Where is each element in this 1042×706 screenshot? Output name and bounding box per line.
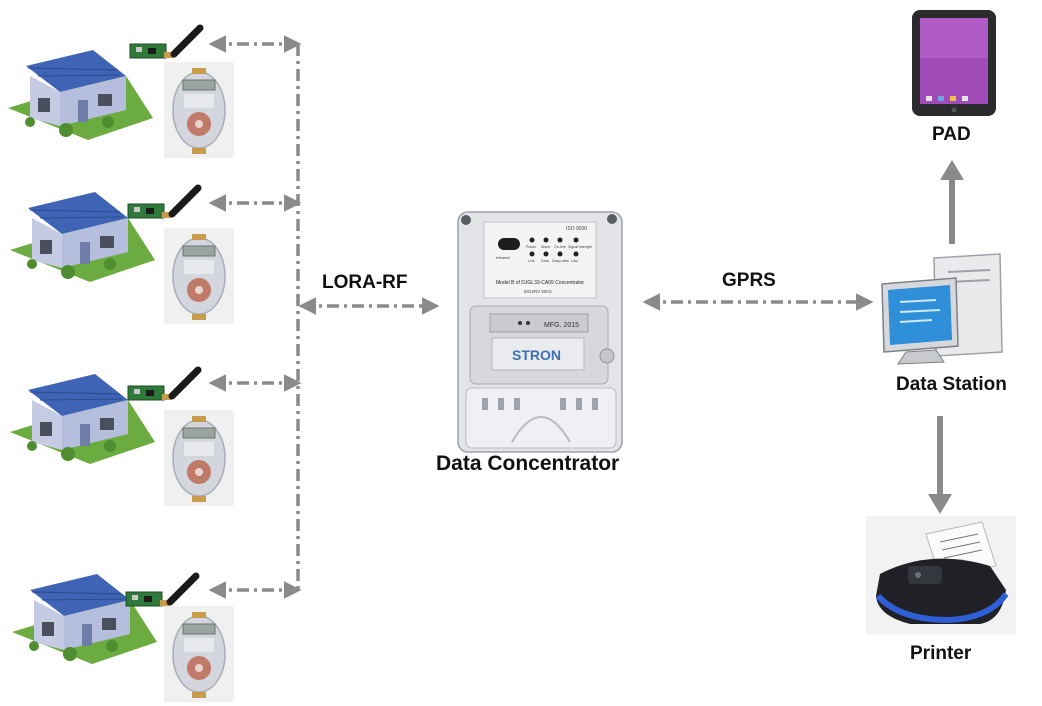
- pad-app-icon-4: [962, 96, 968, 101]
- concentrator-brand-plate: [491, 337, 585, 371]
- concentrator-mfg-text: MFG. 2015: [544, 322, 579, 329]
- terminal-5: [576, 398, 582, 410]
- station-to-printer-arrowhead: [928, 494, 952, 514]
- indicator-label-lost: Lost: [571, 259, 578, 263]
- pad-app-icon-2: [938, 96, 944, 101]
- led-power: [529, 237, 535, 243]
- printer-device: [866, 516, 1016, 634]
- lora-rf-label: LORA-RF: [322, 272, 407, 293]
- led-lost: [573, 251, 579, 257]
- led-daqu: [557, 251, 563, 257]
- water-meter-1: [163, 61, 235, 159]
- pad-app-icon-3: [950, 96, 956, 101]
- water-meter-4: [163, 605, 235, 703]
- led-online: [557, 237, 563, 243]
- printer-receipt-line-2: [941, 541, 981, 551]
- pad-device: [912, 10, 996, 116]
- data-station-computer: [881, 253, 1003, 365]
- concentrator-mfg-strip: [489, 313, 589, 333]
- printer-label: Printer: [910, 643, 972, 664]
- pad-app-icon-1: [926, 96, 932, 101]
- printer-receipt-line-1: [939, 533, 979, 543]
- indicator-label-link: Link: [528, 259, 535, 263]
- pc-screen-line-2: [899, 309, 941, 313]
- pad-screen-glow: [920, 18, 988, 58]
- pc-screen-line-1: [899, 299, 937, 303]
- concentrator-model-text: Model B of DJGL33-CA09 Concentrator: [496, 280, 584, 286]
- concentrator-iso-text: ISO 9000: [566, 226, 587, 232]
- printer-power-button: [915, 572, 921, 578]
- concentrator-brand-text: STRON: [512, 347, 561, 363]
- concentrator-seal-screw: [599, 348, 615, 364]
- terminal-6: [592, 398, 598, 410]
- printer-button-panel: [908, 566, 942, 584]
- printer-receipt-line-3: [943, 549, 983, 559]
- house-3-group: [9, 370, 235, 507]
- house-1-group: [7, 28, 235, 159]
- concentrator-rating-text: 6022RV 50Hz: [524, 289, 553, 294]
- pc-drive-bay-1: [947, 269, 991, 273]
- terminal-2: [498, 398, 504, 410]
- led-data: [543, 251, 549, 257]
- pc-screen-line-3: [899, 319, 933, 323]
- water-meter-3: [163, 409, 235, 507]
- infrared-window: [498, 238, 520, 250]
- pad-label: PAD: [932, 124, 971, 145]
- printer-blue-bumper: [875, 592, 1009, 624]
- gprs-label: GPRS: [722, 270, 776, 291]
- terminal-4: [560, 398, 566, 410]
- pc-monitor-screen: [888, 285, 952, 345]
- station-arrows: [928, 160, 964, 514]
- water-meter-2: [163, 227, 235, 325]
- concentrator-screw-right: [607, 214, 617, 224]
- infrared-label: Infrared: [496, 255, 510, 260]
- house-2-group: [9, 188, 235, 325]
- led-alarm: [543, 237, 549, 243]
- data-station-label: Data Station: [896, 374, 1007, 395]
- mfg-dot-right: [526, 321, 530, 325]
- pad-home-button: [951, 107, 957, 113]
- data-concentrator-label: Data Concentrator: [436, 452, 619, 475]
- pc-monitor-stand: [897, 349, 945, 365]
- indicator-leds: [529, 237, 579, 257]
- indicator-label-data: Data: [541, 259, 549, 263]
- station-to-pad-arrowhead: [940, 160, 964, 180]
- indicator-label-signal: Signal strength: [568, 245, 592, 249]
- rf-module-2: [128, 188, 198, 218]
- lora-bus-connectors: [208, 35, 874, 599]
- led-signal: [573, 237, 579, 243]
- house-1-illustration: [7, 49, 154, 141]
- terminal-cover-arch: [511, 416, 571, 443]
- indicator-label-online: On-line: [554, 245, 566, 249]
- concentrator-screw-left: [461, 215, 471, 225]
- concentrator-label-panel: [483, 221, 597, 299]
- house-4-illustration: [11, 573, 158, 665]
- terminal-1: [482, 398, 488, 410]
- house-4-group: [11, 573, 235, 703]
- mfg-dot-left: [518, 321, 522, 325]
- terminal-3: [514, 398, 520, 410]
- indicator-label-power: Power: [526, 245, 537, 249]
- rf-module-1: [130, 28, 200, 58]
- rf-module-4: [126, 576, 196, 606]
- rf-module-3: [128, 370, 198, 400]
- led-link: [529, 251, 535, 257]
- data-concentrator-device: ISO 9000 Infrared Power Alarm On-line Si…: [457, 211, 623, 453]
- indicator-label-daqu: Daqu data: [552, 259, 569, 263]
- indicator-label-alarm: Alarm: [541, 245, 550, 249]
